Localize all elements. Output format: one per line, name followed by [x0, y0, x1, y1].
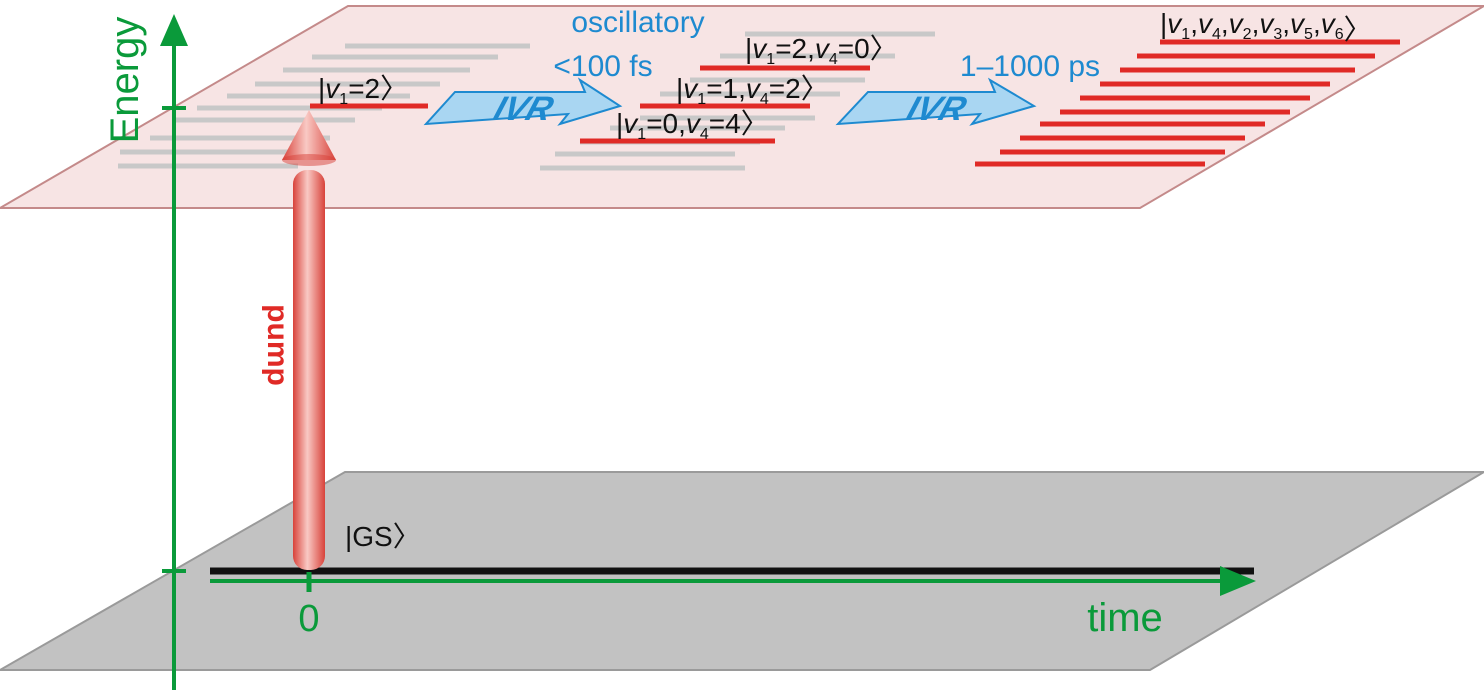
ivr-arrow-1-label: IVR	[489, 90, 558, 128]
time-axis-origin-label: 0	[298, 598, 319, 640]
time-axis: 0 time	[210, 566, 1256, 640]
energy-axis: Energy	[103, 14, 188, 690]
pump-arrow-shaft	[293, 170, 325, 570]
ivr-arrow-1-shape	[423, 77, 623, 126]
ivr-annotation-oscillatory: oscillatory	[571, 6, 704, 39]
ivr-arrow-2-shape	[835, 77, 1037, 126]
time-axis-label: time	[1087, 596, 1163, 640]
state-label-bath: |v1,v4,v2,v3,v5,v6〉	[1160, 8, 1372, 45]
state-lines	[310, 65, 870, 144]
ivr-arrow-1: IVR	[423, 77, 623, 128]
bath-level-lines	[975, 39, 1400, 167]
energy-axis-label: Energy	[103, 17, 147, 144]
state-label-v1-1-v4-2: |v1=1,v4=2〉	[676, 73, 829, 108]
time-axis-arrowhead	[1220, 566, 1256, 596]
pump-arrow-head	[282, 110, 336, 160]
state-label-v1-2-v4-0: |v1=2,v4=0〉	[745, 33, 898, 68]
ivr-arrow-2-label: IVR	[902, 90, 971, 128]
energy-axis-arrowhead	[160, 14, 188, 46]
state-label-v1-0-v4-4: |v1=0,v4=4〉	[616, 108, 769, 143]
pump-arrow	[282, 110, 336, 570]
pump-arrow-head-base	[282, 154, 336, 166]
ground-state-label: |GS〉	[345, 521, 421, 552]
pump-label: pump	[261, 304, 294, 386]
ivr-annotation-timescale-slow: 1–1000 ps	[960, 50, 1100, 83]
ivr-annotation-timescale-fast: <100 fs	[553, 50, 652, 83]
ivr-arrow-2: IVR	[835, 77, 1037, 128]
state-label-v1-2: |v1=2〉	[318, 73, 408, 108]
